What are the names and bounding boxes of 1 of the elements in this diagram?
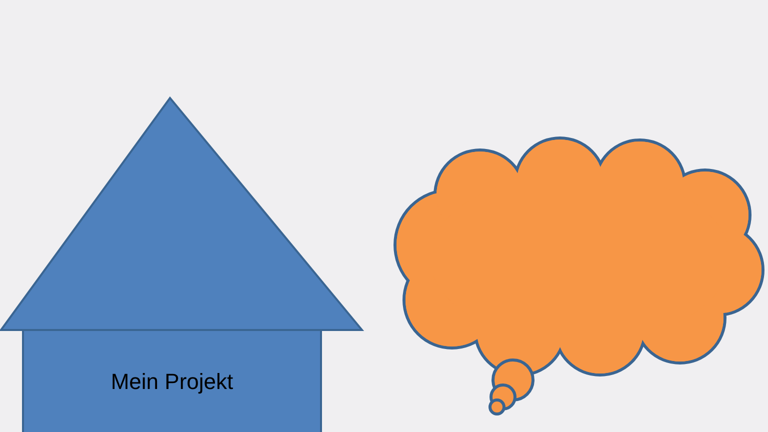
house-label: Mein Projekt: [110, 369, 234, 395]
